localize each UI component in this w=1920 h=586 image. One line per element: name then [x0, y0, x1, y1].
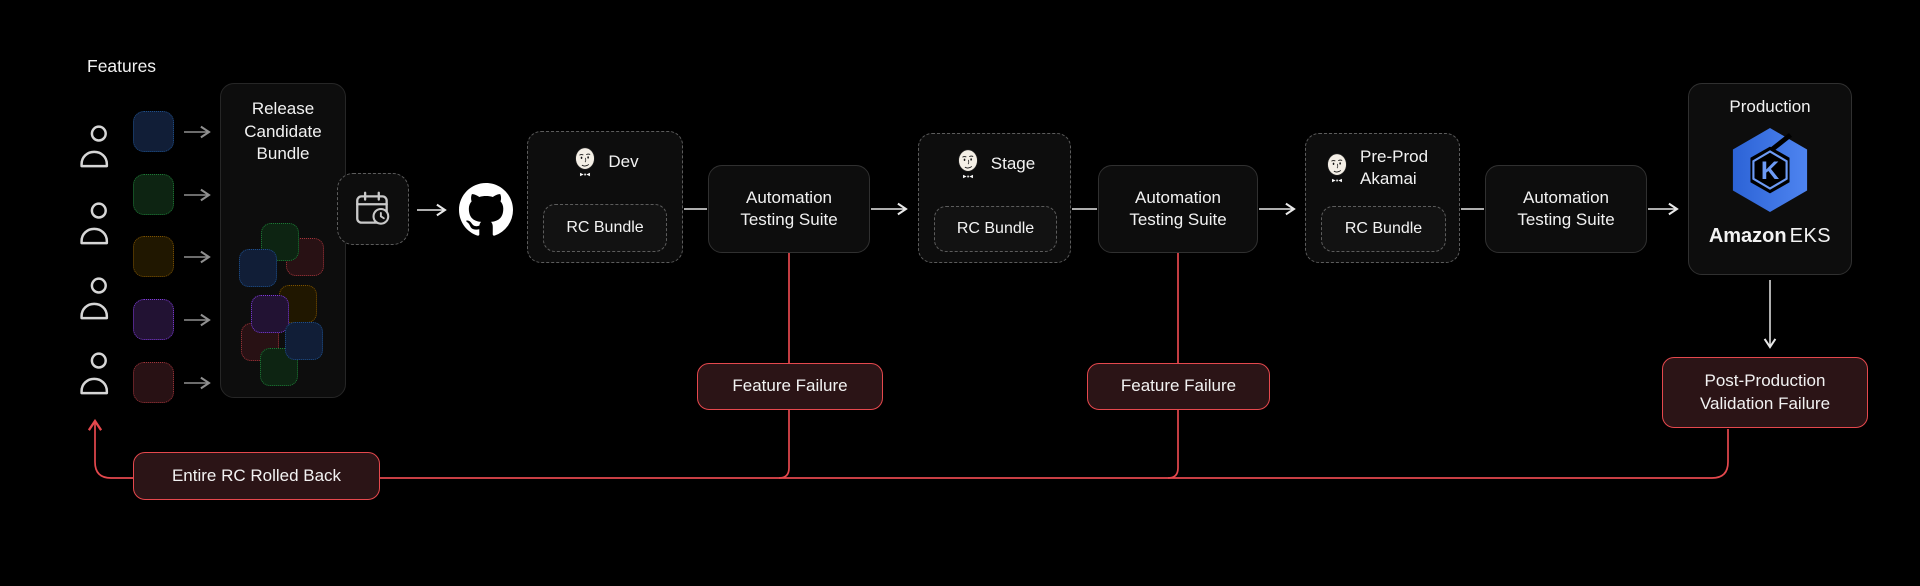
- feature-square-purple: [133, 299, 174, 340]
- failure-lines: [87, 253, 1729, 479]
- post-production-failure-label: Post-Production Validation Failure: [1699, 370, 1831, 413]
- env-label-stage: Stage: [990, 154, 1036, 173]
- flow-arrows: [417, 202, 1777, 349]
- rc-bundle-box: RC Bundle: [1321, 206, 1446, 252]
- person-icon: [78, 276, 111, 320]
- automation-testing-label: Automation Testing Suite: [1517, 187, 1615, 229]
- feature-square-blue: [133, 111, 174, 152]
- calendar-clock-icon: [352, 188, 394, 230]
- person-icon: [78, 124, 111, 168]
- rc-bundle-box: RC Bundle: [934, 206, 1057, 252]
- amazon-eks-icon: [1729, 125, 1811, 215]
- rc-bundle-label: RC Bundle: [956, 220, 1035, 237]
- person-icon: [78, 201, 111, 245]
- brand-eks: EKS: [1789, 225, 1832, 247]
- automation-testing-suite-3: Automation Testing Suite: [1485, 165, 1647, 253]
- automation-testing-suite-1: Automation Testing Suite: [708, 165, 870, 253]
- bundle-square-purple: [251, 295, 289, 333]
- bundle-title: Release Candidate Bundle: [244, 99, 322, 164]
- env-box-dev: Dev RC Bundle: [527, 131, 683, 263]
- feature-failure-box-2: Feature Failure: [1087, 363, 1270, 410]
- env-box-stage: Stage RC Bundle: [918, 133, 1071, 263]
- jenkins-icon: [1323, 152, 1351, 184]
- release-candidate-bundle: Release Candidate Bundle: [220, 83, 346, 398]
- rollback-label: Entire RC Rolled Back: [171, 465, 342, 485]
- env-label-dev: Dev: [608, 152, 639, 171]
- rc-bundle-label: RC Bundle: [566, 219, 644, 236]
- brand-amazon: Amazon: [1708, 225, 1787, 247]
- rollback-line: [87, 418, 1729, 479]
- env-label-preprod: Pre-Prod Akamai: [1360, 147, 1429, 189]
- env-box-preprod: Pre-Prod Akamai RC Bundle: [1305, 133, 1460, 263]
- bundle-square-blue: [285, 322, 323, 360]
- feature-square-green: [133, 174, 174, 215]
- automation-testing-suite-2: Automation Testing Suite: [1098, 165, 1258, 253]
- feature-failure-label: Feature Failure: [732, 376, 848, 396]
- feature-failure-box-1: Feature Failure: [697, 363, 883, 410]
- automation-testing-label: Automation Testing Suite: [740, 187, 838, 229]
- amazon-eks-wordmark: Amazon EKS: [1709, 225, 1831, 248]
- production-title: Production: [1729, 97, 1811, 116]
- rc-bundle-box: RC Bundle: [543, 204, 667, 252]
- feature-arrows: [184, 125, 211, 390]
- features-title: Features: [87, 56, 157, 76]
- github-icon: [459, 183, 513, 237]
- feature-failure-label: Feature Failure: [1120, 376, 1237, 396]
- automation-testing-label: Automation Testing Suite: [1129, 187, 1227, 229]
- feature-square-red: [133, 362, 174, 403]
- schedule-box: [337, 173, 409, 245]
- feature-square-amber: [133, 236, 174, 277]
- post-production-validation-failure-box: Post-Production Validation Failure: [1662, 357, 1868, 428]
- rc-bundle-label: RC Bundle: [1344, 220, 1423, 237]
- jenkins-icon: [954, 148, 982, 180]
- person-icon: [78, 351, 111, 395]
- rollback-box: Entire RC Rolled Back: [133, 452, 380, 500]
- bundle-square-blue: [239, 249, 277, 287]
- production-box: Production Amazon EKS: [1688, 83, 1852, 275]
- jenkins-icon: [571, 146, 599, 178]
